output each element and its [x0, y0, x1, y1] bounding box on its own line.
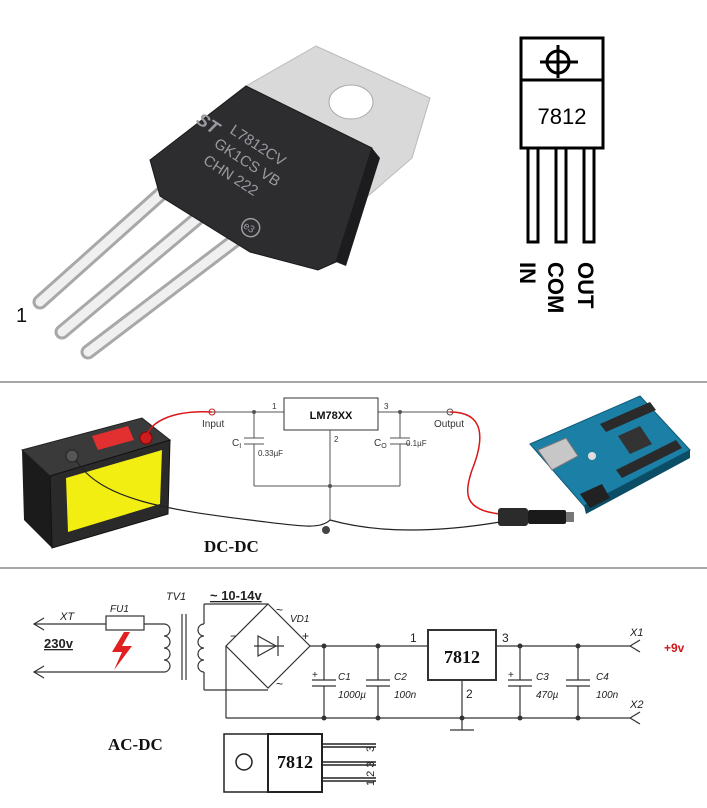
- arduino-board: [529, 395, 691, 514]
- bridge-plus: +: [302, 629, 309, 643]
- bridge-tilde-top: ~: [276, 603, 283, 617]
- black-wire-output: [329, 519, 501, 531]
- mains-voltage: 230v: [44, 636, 74, 651]
- c1-plus: +: [312, 670, 318, 681]
- xt-label: XT: [59, 611, 75, 623]
- dc-pin2: 2: [334, 435, 339, 444]
- lm78xx-block: [283, 397, 379, 431]
- c2-label: C2: [394, 672, 407, 683]
- c4-label: C4: [596, 672, 609, 683]
- dc-regulator-label: LM78XX: [310, 410, 353, 422]
- package-part-label: 7812: [277, 752, 313, 772]
- lightning-icon: [112, 632, 132, 670]
- bridge-label: VD1: [290, 614, 309, 625]
- pin-label-com: COM: [543, 262, 568, 313]
- c3-value: 470µ: [536, 690, 559, 701]
- battery: [20, 417, 172, 549]
- red-wire-output: [449, 411, 501, 515]
- pin-label-out: OUT: [573, 262, 598, 309]
- pinout-drawing: [519, 36, 605, 244]
- bridge-tilde-bottom: ~: [276, 677, 283, 691]
- fuse-label: FU1: [110, 604, 129, 615]
- x1-label: X1: [629, 627, 643, 639]
- dc-dc-schematic: [208, 397, 454, 520]
- ci-value: 0.33µF: [258, 449, 283, 458]
- c3-label: C3: [536, 672, 549, 683]
- x2-label: X2: [629, 699, 643, 711]
- ac-regulator-label: 7812: [444, 647, 480, 667]
- package-pin-numbers: 1 2 3: [365, 762, 377, 786]
- ci-label: CI: [232, 438, 241, 450]
- dc-plug: [498, 508, 574, 526]
- ac-pin3: 3: [502, 631, 509, 645]
- ac-pin1: 1: [410, 631, 417, 645]
- regulator-body: [149, 85, 373, 271]
- ac-dc-title: AC-DC: [108, 735, 163, 754]
- dc-pin3: 3: [384, 402, 389, 411]
- co-label: CO: [374, 438, 387, 450]
- ac-dc-schematic: [32, 603, 641, 731]
- wire-junction: [322, 526, 330, 534]
- red-wire-battery: [145, 411, 213, 439]
- ac-dc-junctions: [321, 643, 581, 721]
- dc-input-label: Input: [202, 419, 224, 430]
- regulator-body-side: [336, 148, 380, 266]
- secondary-voltage: ~ 10-14v: [210, 588, 262, 603]
- pin-label-in: IN: [515, 262, 540, 284]
- dc-dc-title: DC-DC: [204, 537, 259, 556]
- to220-package-drawing: [223, 733, 376, 793]
- co-value: 0.1µF: [406, 439, 427, 448]
- regulator-tab-hole: [328, 84, 374, 120]
- figure-number: 1: [16, 305, 27, 327]
- dc-output-label: Output: [434, 419, 464, 430]
- bridge-minus: −: [230, 629, 237, 643]
- c4-value: 100n: [596, 690, 619, 701]
- regulator-leads: [32, 176, 246, 360]
- c3-plus: +: [508, 670, 514, 681]
- dc-pin1: 1: [272, 402, 277, 411]
- regulator-photo: ST L7812CV GK1CS VB CHN 222 e3 1: [16, 45, 431, 360]
- transformer-label: TV1: [166, 591, 186, 603]
- c1-value: 1000µ: [338, 690, 366, 701]
- c2-value: 100n: [394, 690, 417, 701]
- black-wire-ground: [75, 459, 331, 527]
- ac-pin2: 2: [466, 687, 473, 701]
- output-voltage: +9v: [664, 641, 685, 655]
- package-pin-number-top: 3: [365, 746, 377, 752]
- pinout-part-number: 7812: [538, 104, 587, 129]
- c1-label: C1: [338, 672, 351, 683]
